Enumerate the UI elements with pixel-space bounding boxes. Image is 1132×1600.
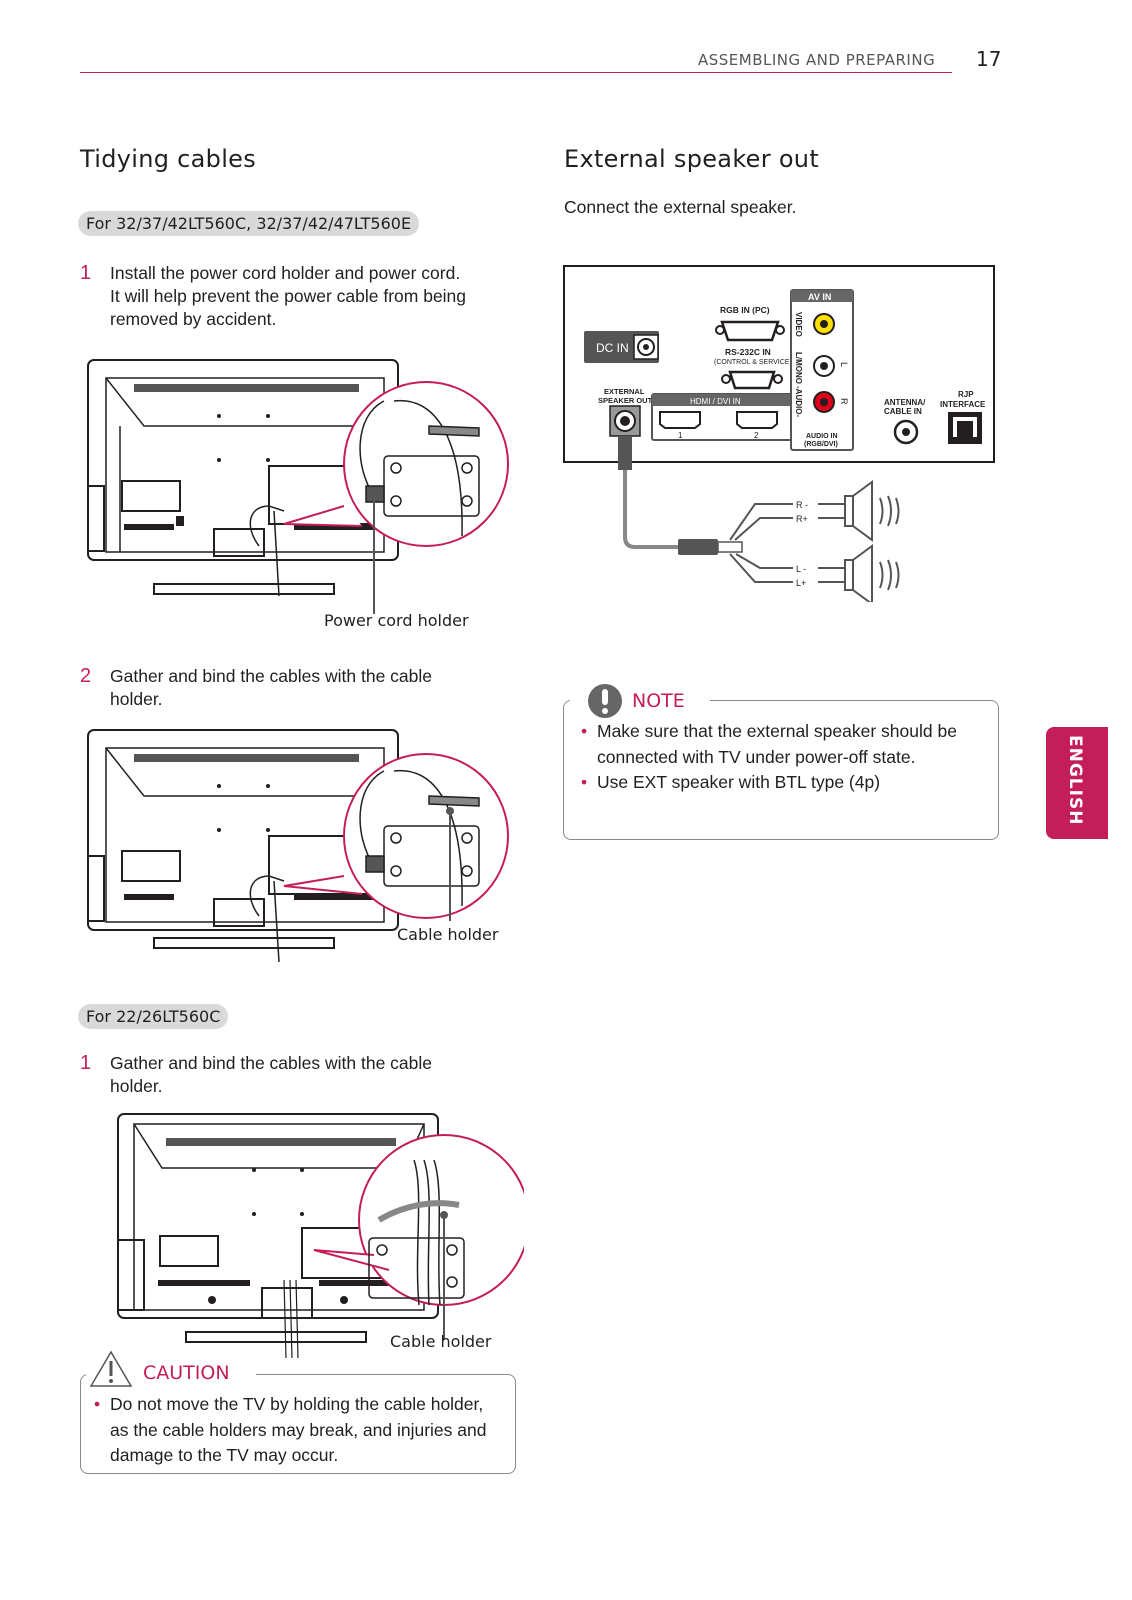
- step-text-line: holder.: [110, 1076, 163, 1096]
- header-divider: [80, 72, 952, 73]
- svg-text:R: R: [839, 398, 849, 405]
- hdmi-port-1: [659, 411, 701, 429]
- tv-illustration-small-cable-holder: [117, 1113, 524, 1359]
- callout-power-cord-holder: Power cord holder: [324, 611, 469, 630]
- step-text-line: holder.: [110, 689, 163, 709]
- rjp-label: RJP: [958, 390, 974, 399]
- speaker-plug: [618, 436, 632, 470]
- wire-label: L+: [796, 578, 806, 588]
- tidying-title: Tidying cables: [80, 145, 257, 173]
- wire-label: R+: [796, 514, 808, 524]
- page-number: 17: [976, 47, 1002, 71]
- svg-text:L: L: [839, 362, 849, 367]
- running-header: ASSEMBLING AND PREPARING: [698, 51, 936, 69]
- svg-text:2: 2: [754, 431, 759, 440]
- exclamation-icon: [588, 684, 622, 718]
- svg-text:INTERFACE: INTERFACE: [940, 400, 986, 409]
- wire-label: L -: [796, 564, 806, 574]
- wire-label: R -: [796, 500, 808, 510]
- tv-illustration-cable-holder: [87, 729, 509, 963]
- rs232-sublabel: (CONTROL & SERVICE): [714, 359, 792, 366]
- language-tab[interactable]: ENGLISH: [1046, 727, 1108, 839]
- svg-text:CABLE IN: CABLE IN: [884, 407, 922, 416]
- hdmi-port-2: [736, 411, 778, 429]
- model-pill-1: For 32/37/42LT560C, 32/37/42/47LT560E: [78, 211, 420, 236]
- antenna-label: ANTENNA/: [884, 398, 926, 407]
- tv-illustration-power-cord: [87, 359, 509, 614]
- step-text-line: It will help prevent the power cable fro…: [110, 286, 467, 306]
- caution-title: CAUTION: [143, 1362, 230, 1384]
- note-list: Make sure that the external speaker shou…: [581, 719, 981, 796]
- speaker-title: External speaker out: [564, 145, 820, 173]
- rgb-in-label: RGB IN (PC): [720, 305, 770, 315]
- step-2: 2 Gather and bind the cables with the ca…: [80, 665, 520, 715]
- step-text-line: Gather and bind the cables with the cabl…: [110, 1053, 433, 1073]
- caution-box: [80, 1374, 516, 1474]
- svg-text:-AUDIO-: -AUDIO-: [794, 386, 803, 417]
- svg-text:VIDEO: VIDEO: [794, 312, 803, 337]
- step-text-line: Gather and bind the cables with the cabl…: [110, 666, 433, 686]
- step-number: 1: [80, 262, 92, 284]
- callout-cable-holder-1: Cable holder: [397, 925, 499, 944]
- speaker-cable: [623, 470, 680, 549]
- note-title: NOTE: [632, 690, 685, 712]
- dc-in-label: DC IN: [596, 341, 629, 355]
- ext-speaker-label: EXTERNAL: [604, 387, 645, 396]
- svg-text:1: 1: [678, 431, 683, 440]
- step-text-line: removed by accident.: [110, 309, 277, 329]
- svg-text:L/MONO: L/MONO: [794, 352, 803, 384]
- callout-cable-holder-2: Cable holder: [390, 1332, 492, 1351]
- hdmi-label: HDMI / DVI IN: [690, 397, 741, 406]
- note-box: [563, 700, 999, 840]
- step-1-small-models: 1 Gather and bind the cables with the ca…: [80, 1052, 520, 1102]
- speaker-intro: Connect the external speaker.: [564, 197, 797, 217]
- step-1: 1 Install the power cord holder and powe…: [80, 262, 520, 337]
- rs232-port: [728, 370, 776, 390]
- speaker-connector: [678, 539, 718, 555]
- rear-panel-diagram: DC IN RGB IN (PC) RS-232C IN (CONTROL & …: [563, 265, 995, 602]
- step-text-line: Install the power cord holder and power …: [110, 263, 461, 283]
- step-number: 1: [80, 1052, 92, 1074]
- language-tab-label: ENGLISH: [1065, 735, 1085, 826]
- model-pill-2: For 22/26LT560C: [78, 1004, 229, 1029]
- ext-speaker-label-2: SPEAKER OUT: [598, 396, 653, 405]
- svg-text:(RGB/DVI): (RGB/DVI): [804, 441, 838, 448]
- note-item: Use EXT speaker with BTL type (4p): [581, 770, 981, 796]
- svg-text:AUDIO IN: AUDIO IN: [806, 433, 838, 440]
- av-in-label: AV IN: [808, 292, 831, 302]
- step-number: 2: [80, 665, 92, 687]
- note-item: Make sure that the external speaker shou…: [581, 719, 981, 770]
- warning-triangle-icon: [89, 1350, 133, 1387]
- rgb-in-port: [720, 320, 780, 342]
- rs232-label: RS-232C IN: [725, 347, 771, 357]
- caution-item: Do not move the TV by holding the cable …: [94, 1392, 504, 1469]
- caution-list: Do not move the TV by holding the cable …: [94, 1392, 504, 1469]
